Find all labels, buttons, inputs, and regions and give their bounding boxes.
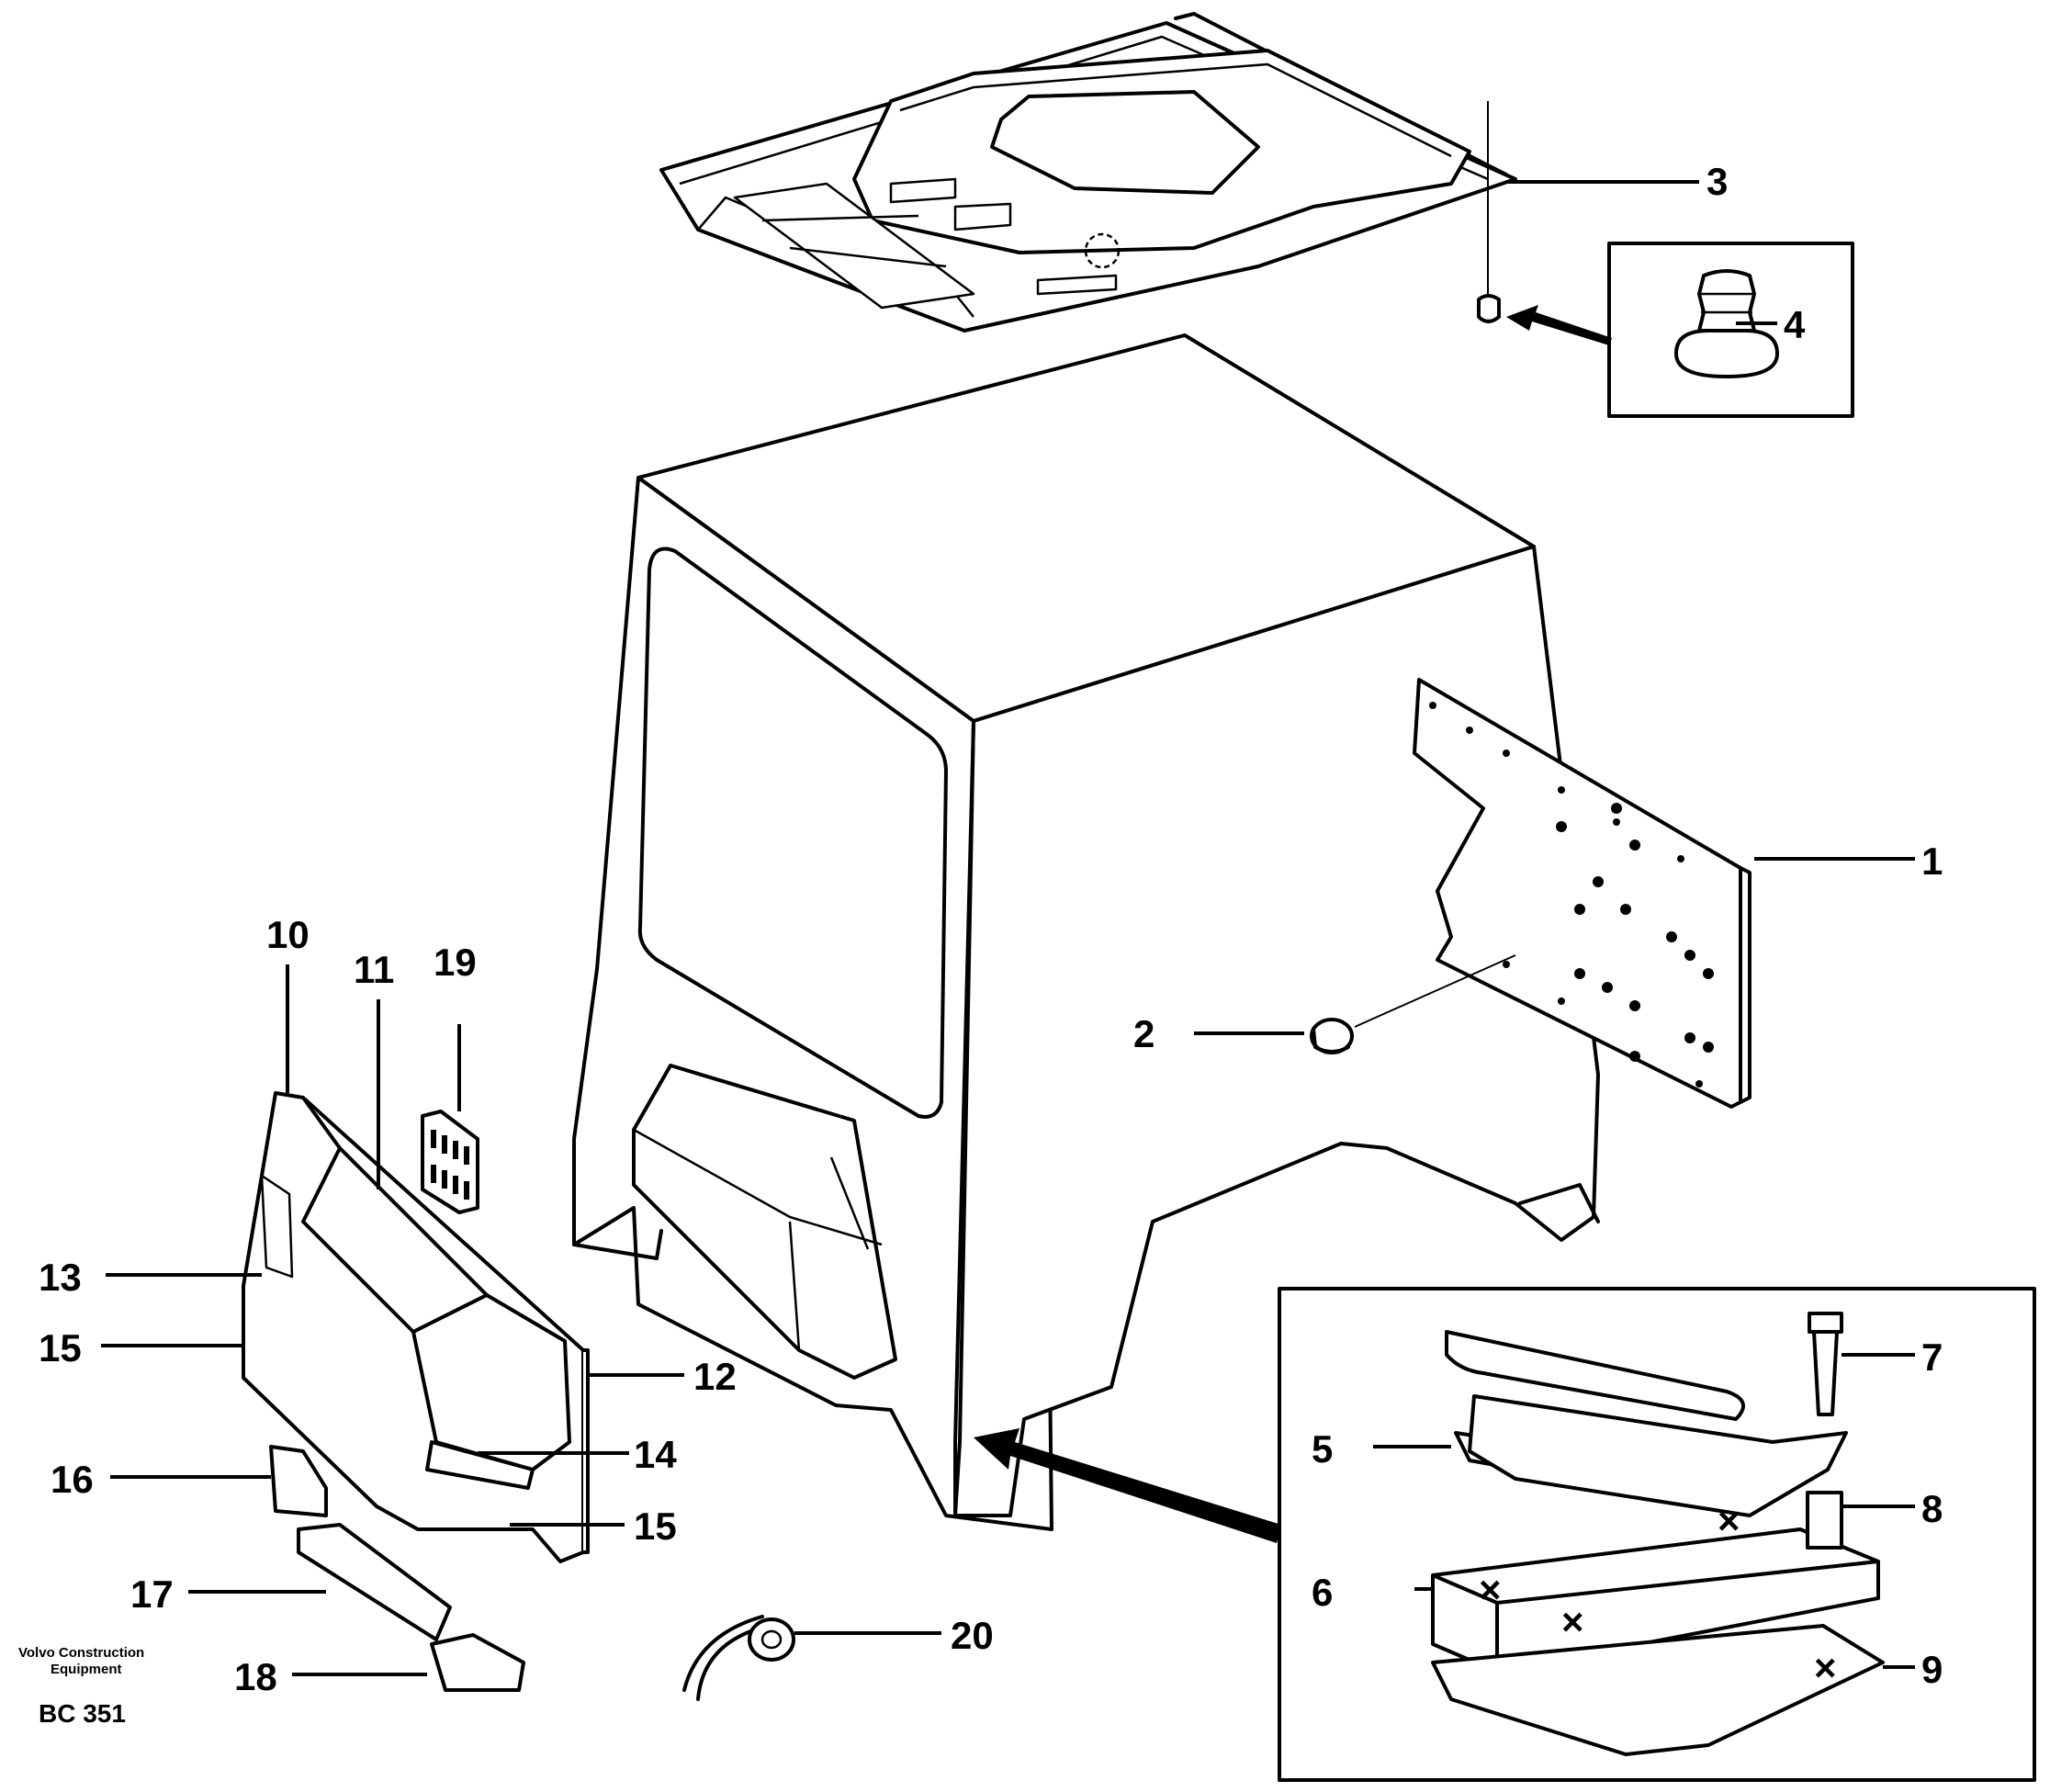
callout-10: 10 [266,913,310,956]
drawing-code: BC 351 [39,1699,126,1728]
callout-14: 14 [634,1433,677,1476]
callout-labels: 3 4 1 2 10 11 19 13 15 12 14 15 16 17 18… [39,160,1943,1698]
roof-panel [659,12,1517,332]
callout-8: 8 [1921,1487,1943,1530]
callout-1: 1 [1921,840,1943,883]
brand-block: Volvo Construction Equipment BC 351 [18,1645,144,1728]
svg-text:×: × [1561,1600,1584,1643]
brand-line-1: Volvo Construction [18,1645,144,1661]
mount-detail: × × × × [974,1287,2036,1782]
callout-6: 6 [1312,1571,1333,1614]
callout-13: 13 [39,1256,82,1299]
callout-15b: 15 [634,1505,677,1548]
plug [1310,1018,1354,1054]
callout-20: 20 [951,1614,994,1657]
callout-9: 9 [1921,1648,1943,1691]
fastener-detail [1477,101,1854,418]
callout-7: 7 [1921,1336,1943,1379]
callout-17: 17 [130,1572,174,1616]
callout-12: 12 [693,1355,737,1398]
callout-4: 4 [1784,303,1806,346]
svg-text:×: × [1814,1646,1837,1689]
callout-11: 11 [354,948,394,991]
callout-16: 16 [51,1458,94,1501]
svg-text:×: × [1479,1568,1502,1611]
brand-line-2: Equipment [51,1662,122,1677]
callout-5: 5 [1312,1427,1333,1471]
callout-18: 18 [234,1655,277,1698]
clip [682,1615,795,1701]
callout-15a: 15 [39,1326,82,1369]
svg-text:×: × [1718,1499,1740,1542]
side-panel [1413,678,1752,1109]
leader-lines [101,180,1915,1676]
console-assembly [242,1091,590,1692]
callout-19: 19 [434,941,477,984]
callout-3: 3 [1706,160,1728,203]
cab-body [572,333,1600,1531]
callout-2: 2 [1133,1012,1155,1055]
